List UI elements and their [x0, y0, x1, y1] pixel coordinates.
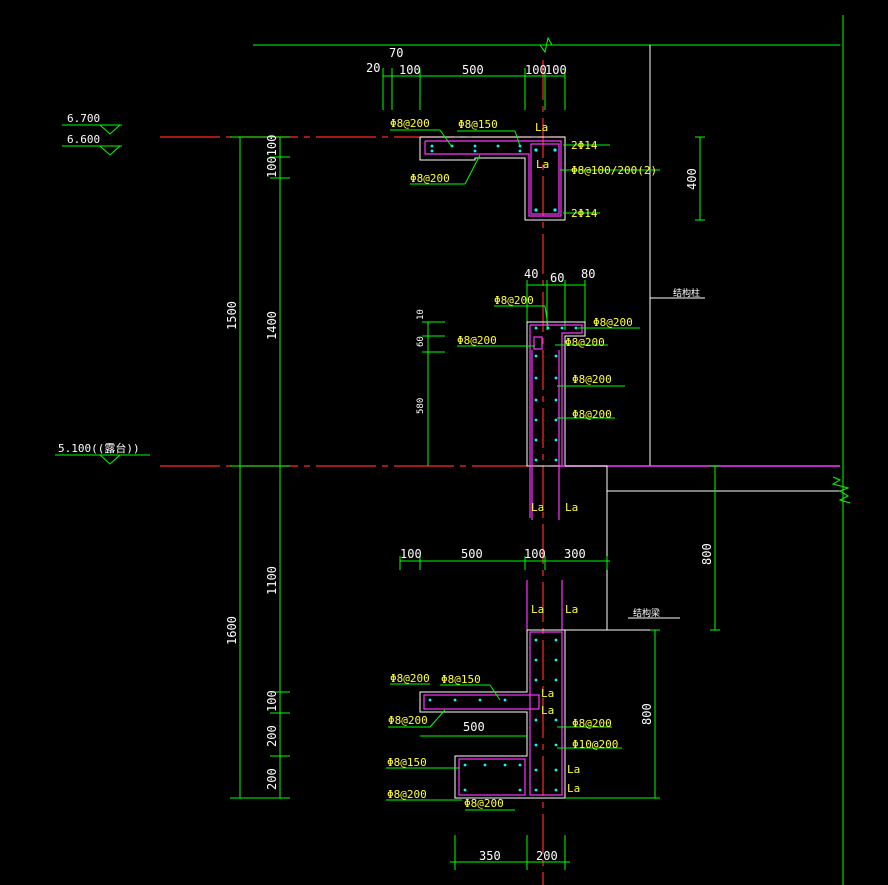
- annotation-text: Φ8@200: [572, 408, 612, 421]
- annotation-text: 6.600: [67, 133, 100, 146]
- annotation-text: 6.700: [67, 112, 100, 125]
- annotation-text: 100: [400, 547, 422, 561]
- annotation-text: Φ8@200: [494, 294, 534, 307]
- annotation-text: Φ8@200: [390, 117, 430, 130]
- elevation-mark-6600: 6.600: [62, 133, 122, 156]
- annotation-text: 500: [461, 547, 483, 561]
- annotation-text: 结构梁: [633, 607, 660, 619]
- elevation-mark-6700: 6.700: [62, 112, 122, 135]
- annotation-text: 10: [416, 309, 426, 320]
- annotation-text: 1500: [225, 301, 239, 330]
- annotation-text: 70: [389, 46, 403, 60]
- annotation-text: 300: [564, 547, 586, 561]
- middle-wall-section: 40 60 80 结构柱 Φ8@200 Φ8@200 Φ8@200 Φ: [416, 267, 705, 520]
- annotation-text: 1600: [225, 616, 239, 645]
- annotation-text: 100: [525, 63, 547, 77]
- annotation-text: Φ8@150: [387, 756, 427, 769]
- bottom-dimension-chain: 350 200: [450, 835, 570, 870]
- annotation-text: 2Φ14: [571, 207, 598, 220]
- annotation-text: La: [567, 763, 580, 776]
- annotation-text: 400: [685, 168, 699, 190]
- annotation-text: 20: [366, 61, 380, 75]
- elevation-mark-5100: 5.100((露台)): [55, 441, 150, 465]
- annotation-text: Φ8@150: [441, 673, 481, 686]
- annotation-text: 100: [265, 690, 279, 712]
- annotation-text: 5.100((露台)): [58, 441, 140, 455]
- annotation-text: La: [567, 782, 580, 795]
- annotation-text: 结构柱: [673, 287, 700, 299]
- annotation-text: La: [531, 603, 544, 616]
- annotation-text: Φ8@200: [388, 714, 428, 727]
- annotation-text: 1400: [265, 311, 279, 340]
- lower-rebar-dots: [428, 638, 558, 792]
- annotation-text: 200: [265, 768, 279, 790]
- annotation-text: Φ10@200: [572, 738, 618, 751]
- annotation-text: La: [535, 121, 548, 134]
- annotation-text: Φ8@200: [390, 672, 430, 685]
- left-vertical-dimensions: 1500 100100 1400 1100 1600 100 200 200: [225, 135, 290, 799]
- annotation-text: 200: [265, 725, 279, 747]
- annotation-text: Φ8@200: [572, 373, 612, 386]
- annotation-text: 800: [640, 703, 654, 725]
- annotation-text: Φ8@200: [457, 334, 497, 347]
- annotation-text: Φ8@200: [464, 797, 504, 810]
- annotation-text: La: [541, 704, 554, 717]
- annotation-text: Φ8@200: [593, 316, 633, 329]
- annotation-text: 100100: [265, 135, 279, 178]
- annotation-text: 800: [700, 543, 714, 565]
- annotation-text: La: [531, 501, 544, 514]
- annotation-text: 80: [581, 267, 595, 281]
- elevation-axis-lines: [160, 60, 565, 885]
- annotation-text: Φ8@200: [387, 788, 427, 801]
- annotation-text: La: [565, 501, 578, 514]
- annotation-text: 60: [550, 271, 564, 285]
- annotation-text: 40: [524, 267, 538, 281]
- annotation-text: 500: [462, 63, 484, 77]
- annotation-text: 500: [463, 720, 485, 734]
- annotation-text: 350: [479, 849, 501, 863]
- annotation-text: 2Φ14: [571, 139, 598, 152]
- top-dimension-chain: 70 20 100 500 100 100: [366, 46, 567, 110]
- top-beam-section: Φ8@200 Φ8@150 La 2Φ14 La Φ8@100/200(2) Φ…: [390, 117, 705, 221]
- mid-rebar-dots: [534, 326, 578, 462]
- annotation-text: 200: [536, 849, 558, 863]
- annotation-text: 60: [416, 336, 426, 347]
- annotation-text: 1100: [265, 566, 279, 595]
- annotation-text: Φ8@200: [565, 336, 605, 349]
- annotation-text: 100: [524, 547, 546, 561]
- annotation-text: 100: [399, 63, 421, 77]
- annotation-text: 100: [545, 63, 567, 77]
- annotation-text: Φ8@100/200(2): [571, 164, 657, 177]
- middle-dimension-chain: 100 500 100 300: [399, 547, 610, 570]
- annotation-text: La: [541, 687, 554, 700]
- annotation-text: Φ8@200: [572, 717, 612, 730]
- annotation-text: Φ8@200: [410, 172, 450, 185]
- annotation-text: La: [565, 603, 578, 616]
- annotation-text: La: [536, 158, 549, 171]
- annotation-text: Φ8@150: [458, 118, 498, 131]
- annotation-text: 580: [416, 398, 426, 414]
- drawing-frame: [253, 15, 844, 885]
- lower-wall-section: La La 结构梁: [386, 580, 680, 811]
- terrace-slab-and-beam: 800: [560, 465, 851, 631]
